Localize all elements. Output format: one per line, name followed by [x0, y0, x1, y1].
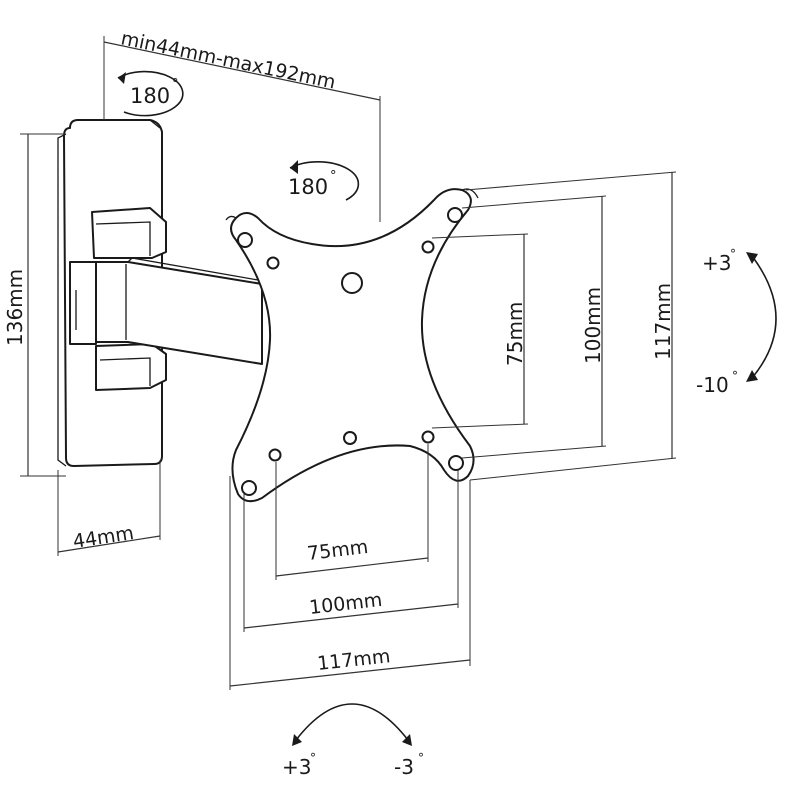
degree-symbol: °: [730, 247, 736, 261]
rotation-180-wall-label: 180: [130, 84, 170, 108]
vesa-hole-inner-top-right: [421, 240, 435, 254]
vesa-hole-bottom-right: [448, 455, 464, 471]
vesa-width-100-label: 100mm: [308, 589, 383, 619]
tilt-indicator: +3 ° -10 °: [696, 247, 777, 397]
degree-symbol: °: [330, 169, 337, 184]
vesa-width-75-label: 75mm: [306, 536, 369, 565]
degree-symbol: °: [732, 369, 738, 383]
tilt-down-label: -10: [696, 373, 729, 397]
dimension-plate-height-117: 117mm: [465, 171, 677, 481]
vesa-hole-top-left: [237, 232, 253, 248]
dimension-vesa-height-75: 75mm: [431, 233, 529, 429]
rotate-left-label: +3: [282, 755, 311, 779]
degree-symbol: °: [310, 751, 316, 765]
tilt-up-label: +3: [702, 251, 731, 275]
plate-height-117-label: 117mm: [651, 283, 675, 360]
dimension-vesa-height-100: 100mm: [461, 195, 607, 459]
rotate-right-label: -3: [394, 755, 414, 779]
center-hole: [341, 272, 363, 294]
mount-height-label: 136mm: [3, 269, 27, 346]
rotation-180-head-label: 180: [288, 175, 328, 199]
vesa-height-100-label: 100mm: [581, 287, 605, 364]
vesa-hole-inner-bottom-left: [268, 448, 282, 462]
vesa-height-75-label: 75mm: [503, 302, 527, 366]
degree-symbol: °: [172, 77, 179, 92]
degree-symbol: °: [418, 751, 424, 765]
dimension-mount-height: 136mm: [3, 133, 66, 477]
vesa-hole-inner-top-left: [266, 256, 280, 270]
vesa-hole-bottom-left: [241, 480, 257, 496]
rotation-indicator: +3 ° -3 °: [282, 703, 424, 779]
rotation-180-head: 180 °: [288, 160, 360, 201]
dimension-plate-width-117: 117mm: [229, 476, 471, 690]
plate-width-117-label: 117mm: [316, 645, 391, 675]
vesa-hole-inner-bottom-right: [421, 430, 435, 444]
rotation-180-wall: 180 °: [117, 70, 184, 117]
mount-width-label: 44mm: [71, 522, 135, 553]
vesa-plate: [225, 188, 479, 503]
vesa-hole-top-right: [447, 207, 463, 223]
dimension-mount-width: 44mm: [57, 460, 161, 556]
lower-center-hole: [343, 431, 357, 445]
